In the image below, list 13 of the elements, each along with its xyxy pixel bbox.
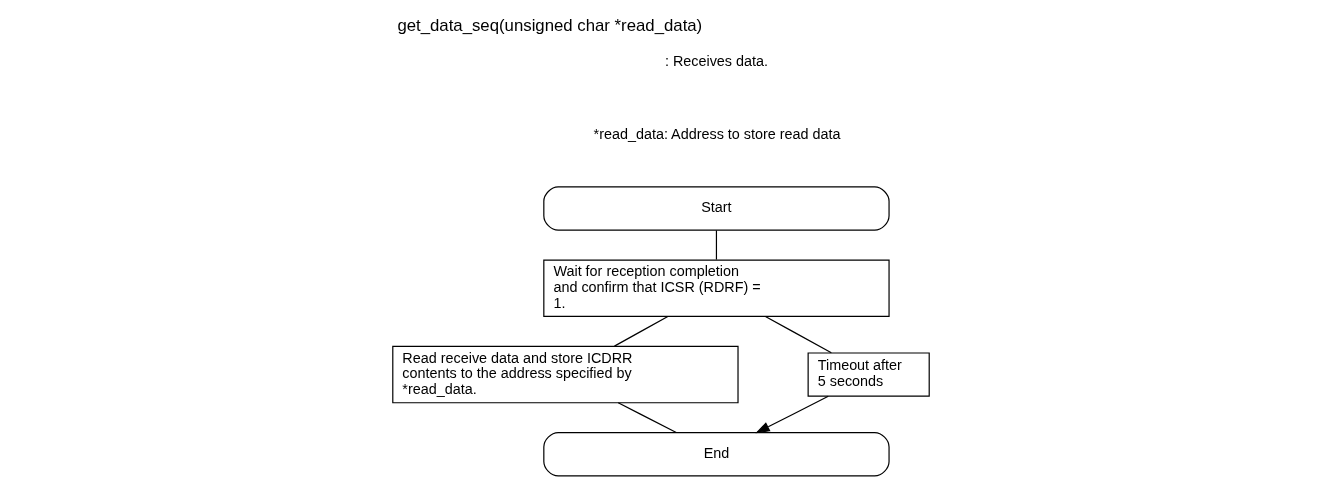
connector [764,315,832,354]
node-box: Wait for reception completion and confirm that ICSR (RDRF) = 1. [543,259,890,318]
label: : Receives data. [664,53,768,70]
node-box: Timeout after 5 seconds [807,352,930,397]
label: *read_data: Address to store read data [593,126,841,143]
node-box: Start [543,186,890,231]
node-box: End [543,432,890,477]
diagram-title: get_data_seq(unsigned char *read_data) [397,16,703,36]
connector [715,229,718,261]
connector [617,402,677,434]
connector [613,315,669,347]
node-box: Read receive data and store ICDRR contents to the address specified by *read_data. [392,345,739,404]
arrow [755,395,829,434]
